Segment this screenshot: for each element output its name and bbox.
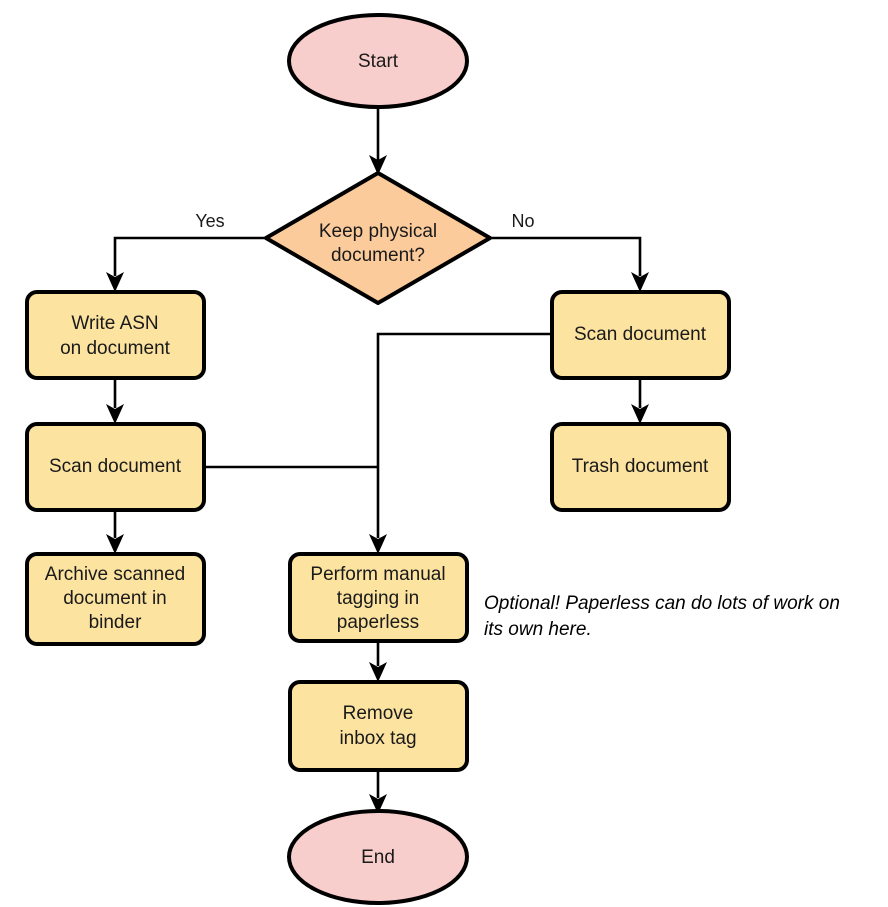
node-decision-keep-physical-document[interactable]: Keep physical document? [264,171,492,305]
trash-document-label: Trash document [572,456,709,477]
tagging-box[interactable] [288,552,469,643]
annotation-optional-note: Optional! Paperless can do lots of work … [484,593,840,640]
edge-remove-to-end [369,770,387,814]
node-remove-inbox-tag[interactable]: Remove inbox tag [288,680,469,772]
edge-decision-to-write-asn [106,236,266,292]
edge-tagging-to-remove [369,641,387,682]
node-start[interactable]: Start [287,13,469,109]
edge-label-yes: Yes [195,211,224,231]
end-ellipse[interactable] [287,809,469,905]
node-write-asn[interactable]: Write ASN on document [25,290,206,380]
optional-note-line-1: Optional! Paperless can do lots of work … [484,593,840,614]
tagging-label-line-2: tagging in [337,588,419,609]
tagging-label-line-1: Perform manual [310,564,445,585]
node-archive-scanned-document[interactable]: Archive scanned document in binder [25,552,206,646]
edge-decision-to-scan-right [490,236,649,292]
trash-document-box[interactable] [550,422,731,512]
scan-document-right-box[interactable] [550,290,731,380]
remove-inbox-tag-label-line-2: inbox tag [339,728,416,749]
scan-document-left-box[interactable] [25,422,206,512]
edge-start-to-decision [369,104,387,175]
scan-document-right-label: Scan document [574,324,707,345]
optional-note-line-2: its own here. [484,619,592,640]
end-label: End [361,847,395,868]
archive-box[interactable] [25,552,206,646]
remove-inbox-tag-label-line-1: Remove [343,703,414,724]
start-ellipse[interactable] [287,13,469,109]
write-asn-box[interactable] [25,290,206,380]
node-perform-manual-tagging[interactable]: Perform manual tagging in paperless [288,552,469,643]
archive-label-line-2: document in [63,588,167,609]
node-trash-document[interactable]: Trash document [550,422,731,512]
connectors-layer [106,104,649,814]
edge-scan-left-to-archive [106,510,124,554]
node-scan-document-left[interactable]: Scan document [25,422,206,512]
write-asn-label-line-1: Write ASN [71,313,158,334]
write-asn-label-line-2: on document [60,338,171,359]
edge-write-asn-to-scan-left [106,378,124,424]
edge-label-no: No [511,211,534,231]
edge-scan-right-to-tagging [369,332,552,554]
tagging-label-line-3: paperless [337,612,419,633]
scan-document-left-label: Scan document [49,456,182,477]
start-label: Start [358,51,399,72]
decision-label-line-1: Keep physical [319,221,437,242]
node-end[interactable]: End [287,809,469,905]
archive-label-line-3: binder [89,612,142,633]
node-scan-document-right[interactable]: Scan document [550,290,731,380]
edge-scan-right-to-trash [631,378,649,424]
decision-diamond[interactable] [264,171,492,305]
remove-inbox-tag-box[interactable] [288,680,469,772]
decision-label-line-2: document? [331,245,425,266]
archive-label-line-1: Archive scanned [45,564,185,585]
